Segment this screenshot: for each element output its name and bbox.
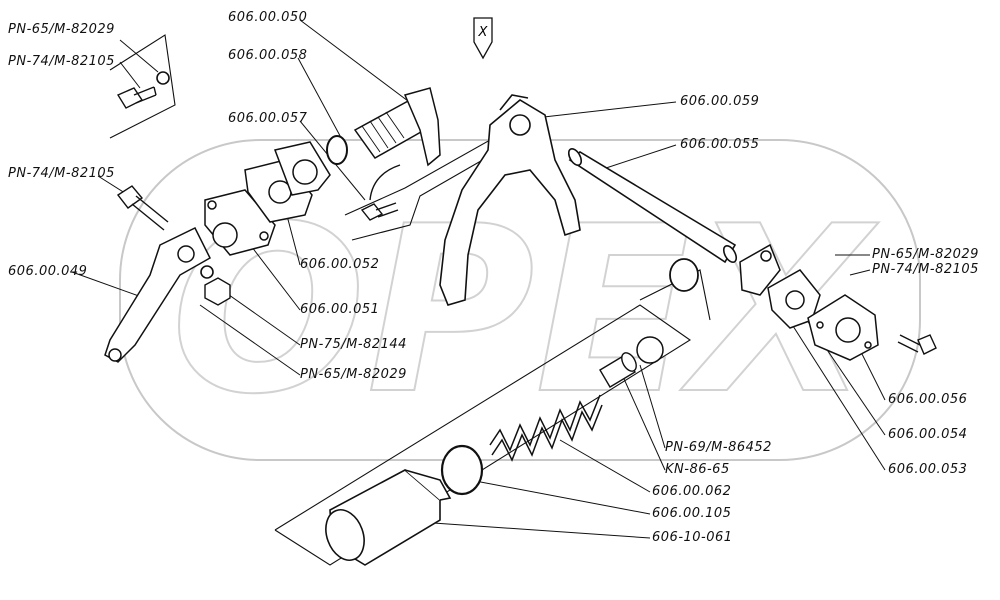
lever-606-00-049 xyxy=(104,227,211,363)
label-606-00-056: 606.00.056 xyxy=(888,392,968,407)
fork-body xyxy=(439,99,581,306)
pin-head xyxy=(360,203,384,221)
flange-bore xyxy=(212,222,238,248)
lever-pin xyxy=(108,348,122,362)
bolt-left-head xyxy=(116,185,144,209)
spring-606-00-062 xyxy=(489,394,603,462)
ball-pn-69 xyxy=(636,336,664,364)
label-pn65-mid: PN-65/M-82029 xyxy=(300,367,407,382)
label-606-00-052: 606.00.052 xyxy=(300,257,380,272)
shaft-arm xyxy=(403,87,441,167)
label-pn74-right: PN-74/M-82105 xyxy=(872,262,979,277)
fork-hub-bore xyxy=(509,114,531,136)
view-marker-text: X xyxy=(478,25,489,40)
label-pn69: PN-69/M-86452 xyxy=(665,440,772,455)
label-kn-86-65: KN-86-65 xyxy=(665,462,730,477)
label-pn75: PN-75/M-82144 xyxy=(300,337,407,352)
label-606-10-061: 606-10-061 xyxy=(652,530,733,545)
label-606-00-049: 606.00.049 xyxy=(8,264,88,279)
view-marker: X xyxy=(473,17,493,60)
label-pn65-right: PN-65/M-82029 xyxy=(872,247,979,262)
housing-606-00-058 xyxy=(273,141,331,196)
label-606-00-051: 606.00.051 xyxy=(300,302,380,317)
o-ring xyxy=(326,135,348,165)
rod-606-00-055 xyxy=(567,148,738,264)
watermark-text: OPEX xyxy=(171,178,879,445)
block-606-00-053 xyxy=(739,243,781,296)
flange-606-00-051 xyxy=(204,189,276,256)
label-606-00-058: 606.00.058 xyxy=(228,48,308,63)
leader-lines xyxy=(71,19,886,539)
view-marker-outline xyxy=(473,17,493,60)
bolt-left xyxy=(116,185,169,231)
label-606-00-059: 606.00.059 xyxy=(680,94,760,109)
label-606-00-105: 606.00.105 xyxy=(652,506,732,521)
label-pn74-left: PN-74/M-82105 xyxy=(8,166,115,181)
spring-washer-top xyxy=(156,71,170,85)
fork-606-00-059 xyxy=(439,94,581,306)
cover-606-00-056 xyxy=(807,294,879,361)
pin-606-00-057 xyxy=(360,164,401,221)
shaft-606-00-050 xyxy=(353,87,441,167)
bolt-head xyxy=(116,87,144,109)
washer-606-00-105 xyxy=(440,444,484,496)
label-pn74-top: PN-74/M-82105 xyxy=(8,54,115,69)
label-606-00-062: 606.00.062 xyxy=(652,484,732,499)
plunger-kn-86-65 xyxy=(599,352,637,388)
label-606-00-055: 606.00.055 xyxy=(680,137,760,152)
bushing xyxy=(669,258,699,292)
spring-washer-mid xyxy=(200,265,214,279)
label-606-00-053: 606.00.053 xyxy=(888,462,968,477)
frame-top-left-bolt xyxy=(109,34,176,139)
lever-bore xyxy=(177,245,195,263)
frame-detent-top xyxy=(639,269,711,321)
label-pn65-top: PN-65/M-82029 xyxy=(8,22,115,37)
plug-606-10-061 xyxy=(325,469,452,566)
frame-detent-group xyxy=(274,304,691,566)
nut xyxy=(204,277,231,306)
bolt-top-left xyxy=(116,86,157,109)
label-606-00-054: 606.00.054 xyxy=(888,427,968,442)
label-606-00-057: 606.00.057 xyxy=(228,111,308,126)
bolt-right-head xyxy=(917,334,937,355)
bolt-right xyxy=(897,334,937,355)
label-606-00-050: 606.00.050 xyxy=(228,10,308,25)
